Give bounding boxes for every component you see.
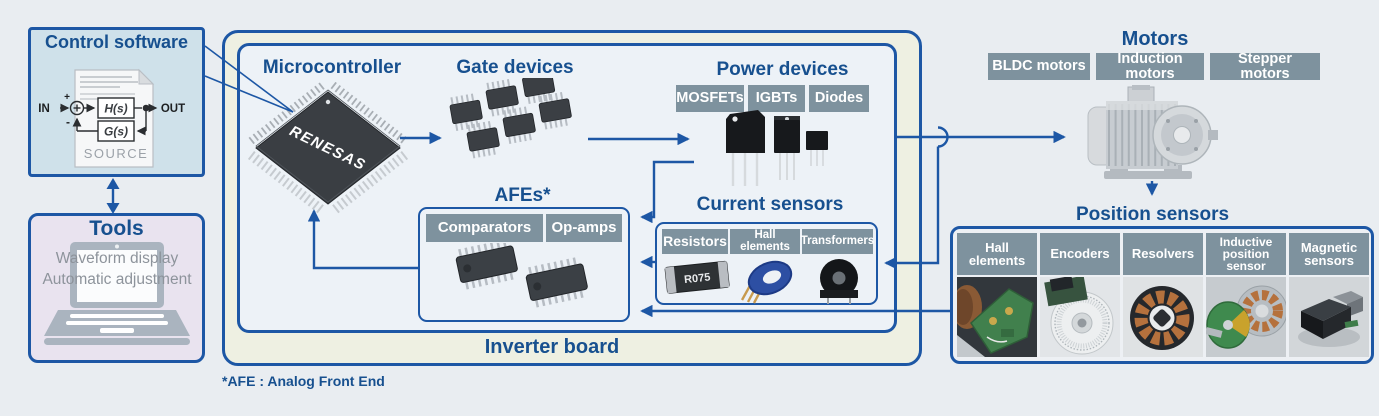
current-label-transformers: Transformers bbox=[801, 229, 874, 254]
current-sensors-box bbox=[655, 222, 878, 305]
microcontroller-chip: RENESAS bbox=[248, 82, 408, 215]
hall-element-image bbox=[740, 260, 793, 304]
afe-label-opamps: Op-amps bbox=[546, 214, 622, 242]
motor-label-stepper: Stepper motors bbox=[1210, 51, 1320, 81]
h-block-label: H(s) bbox=[104, 102, 127, 116]
position-label-encoders: Encoders bbox=[1040, 233, 1120, 275]
afes-box bbox=[418, 207, 630, 322]
tools-feature-2: Automatic adjustment bbox=[42, 271, 192, 288]
resistor-image: R075 bbox=[664, 260, 730, 294]
out-label: OUT bbox=[161, 103, 185, 115]
current-sensors-title: Current sensors bbox=[696, 194, 844, 215]
plus-sign: + bbox=[64, 92, 70, 103]
current-sensor-images: R075 bbox=[664, 259, 858, 304]
tools-title: Tools bbox=[89, 217, 144, 240]
transformer-image bbox=[820, 259, 858, 304]
tools-feature-1: Waveform display bbox=[55, 250, 179, 267]
in-label: IN bbox=[38, 103, 50, 115]
tile-resolvers: Resolvers bbox=[1123, 233, 1203, 357]
laptop-icon bbox=[44, 242, 190, 345]
power-label-mosfets: MOSFETs bbox=[676, 85, 744, 112]
afe-label-comparators: Comparators bbox=[426, 214, 543, 242]
afe-chips bbox=[455, 243, 588, 308]
power-devices-title: Power devices bbox=[716, 59, 849, 80]
magnetic-sensors-photo bbox=[1289, 277, 1369, 357]
tile-encoders: Encoders bbox=[1040, 233, 1120, 357]
current-label-resistors: Resistors bbox=[662, 229, 728, 254]
position-label-hall-elements: Hall elements bbox=[957, 233, 1037, 275]
current-clamp-arc bbox=[937, 126, 949, 148]
control-software-title: Control software bbox=[44, 32, 188, 52]
motor-label-induction: Induction motors bbox=[1096, 51, 1204, 81]
hall-elements-photo bbox=[957, 277, 1037, 357]
power-transistor-images bbox=[726, 110, 828, 186]
motors-title: Motors bbox=[1121, 28, 1189, 50]
control-block-diagram: SOURCE IN OUT + - H(s) G(s) bbox=[38, 68, 185, 168]
inductive-position-sensor-photo bbox=[1206, 277, 1286, 357]
current-label-hall-elements: Hall elements bbox=[730, 229, 800, 254]
motor-label-bldc: BLDC motors bbox=[988, 53, 1090, 80]
gate-devices-title: Gate devices bbox=[456, 57, 574, 78]
resistor-marking: R075 bbox=[684, 271, 711, 286]
motor-image bbox=[1087, 85, 1218, 179]
encoders-photo bbox=[1040, 277, 1120, 357]
g-block-label: G(s) bbox=[104, 125, 128, 139]
gate-devices-chips bbox=[449, 78, 572, 159]
afes-title: AFEs* bbox=[494, 185, 551, 206]
tile-inductive-position-sensor: Inductive position sensor bbox=[1206, 233, 1286, 357]
microcontroller-title: Microcontroller bbox=[262, 57, 402, 78]
tile-hall-elements: Hall elements bbox=[957, 233, 1037, 357]
inverter-board-label: Inverter board bbox=[484, 336, 620, 358]
position-label-magnetic: Magnetic sensors bbox=[1289, 233, 1369, 275]
power-label-diodes: Diodes bbox=[809, 85, 869, 112]
tile-magnetic-sensors: Magnetic sensors bbox=[1289, 233, 1369, 357]
resolvers-photo bbox=[1123, 277, 1203, 357]
control-tools-arrow bbox=[106, 178, 120, 214]
position-label-inductive: Inductive position sensor bbox=[1206, 233, 1286, 275]
minus-sign: - bbox=[66, 115, 70, 129]
source-label: SOURCE bbox=[84, 146, 149, 161]
power-label-igbts: IGBTs bbox=[748, 85, 805, 112]
afe-footnote: *AFE : Analog Front End bbox=[222, 373, 385, 389]
position-sensors-title: Position sensors bbox=[1075, 204, 1230, 225]
position-label-resolvers: Resolvers bbox=[1123, 233, 1203, 275]
